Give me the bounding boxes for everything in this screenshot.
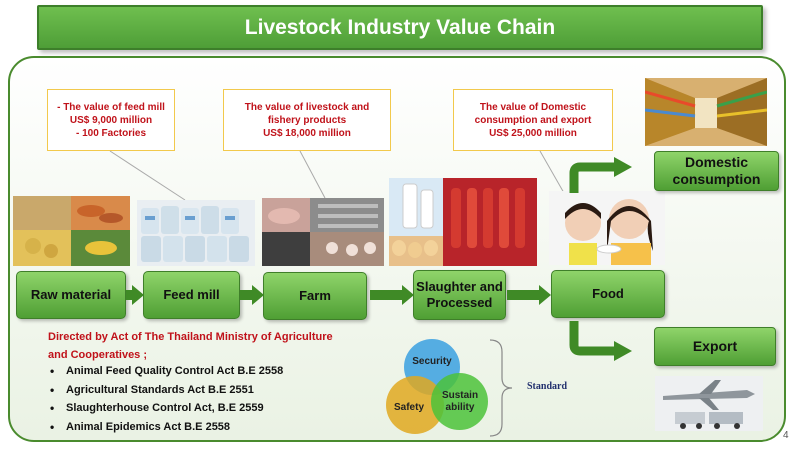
dest-label: consumption: [672, 171, 761, 187]
sustainability-label: Sustain ability: [438, 390, 482, 414]
sustainability-circle: [431, 373, 488, 430]
note-line: - The value of feed mill: [57, 101, 165, 113]
flow-arrow: [507, 285, 551, 305]
note-line: fishery products: [267, 114, 347, 126]
note-line: US$ 18,000 million: [263, 127, 351, 139]
stage-label: Feed mill: [163, 287, 220, 302]
note-line: - 100 Factories: [75, 127, 147, 139]
feed-sacks-image: [137, 200, 255, 266]
stage-feed-mill: Feed mill: [143, 271, 240, 319]
stage-label: Slaughter and: [416, 279, 503, 294]
supermarket-image: [645, 78, 767, 146]
food-consumers-image: [549, 191, 665, 265]
sustainability-label-line: Sustain: [441, 390, 479, 401]
title-banner: Livestock Industry Value Chain: [37, 5, 763, 50]
branch-arrow-up: [569, 162, 614, 193]
stage-label: Processed: [426, 295, 493, 310]
stage-farm: Farm: [263, 272, 367, 320]
export-transport-image: [655, 376, 763, 431]
note-feed-mill: - The value of feed mill US$ 9,000 milli…: [47, 89, 175, 151]
note-domestic: The value of Domestic consumption and ex…: [453, 89, 613, 151]
flow-arrow: [126, 285, 144, 305]
note-line: US$ 25,000 million: [489, 127, 577, 139]
flow-arrow: [240, 285, 264, 305]
stage-raw-material: Raw material: [16, 271, 126, 319]
act-item: Agricultural Standards Act B.E 2551: [48, 381, 283, 400]
acts-list: Animal Feed Quality Control Act B.E 2558…: [48, 362, 283, 436]
domestic-consumption-box: Domestic consumption: [654, 151, 779, 191]
note-line: The value of livestock and: [244, 101, 370, 113]
farm-image: [262, 198, 384, 266]
act-item: Animal Feed Quality Control Act B.E 2558: [48, 362, 283, 381]
dest-label: Domestic: [684, 154, 749, 170]
act-item: Slaughterhouse Control Act, B.E 2559: [48, 399, 283, 418]
standard-label: Standard: [527, 381, 568, 392]
branch-arrow-down: [569, 321, 614, 356]
note-line: consumption and export: [474, 114, 592, 126]
note-line: The value of Domestic: [479, 101, 587, 113]
note-line: US$ 9,000 million: [69, 114, 153, 126]
processed-food-image: [389, 178, 537, 266]
acts-heading-line: Directed by Act of The Thailand Ministry…: [48, 331, 333, 343]
raw-material-image: [13, 196, 130, 266]
acts-heading-line: and Cooperatives ;: [48, 349, 148, 361]
branch-arrowhead-down: [614, 341, 632, 361]
standard-brace: [489, 339, 513, 437]
export-box: Export: [654, 327, 776, 366]
stage-label: Raw material: [30, 287, 112, 302]
stage-label: Food: [592, 286, 624, 301]
page-number: 4: [783, 430, 789, 441]
flow-arrow: [370, 285, 414, 305]
acts-heading: Directed by Act of The Thailand Ministry…: [48, 328, 378, 364]
security-label: Security: [412, 356, 452, 367]
safety-label: Safety: [393, 402, 424, 413]
stage-slaughter-processed: Slaughter and Processed: [413, 270, 506, 320]
branch-arrowhead-up: [614, 157, 632, 177]
sustainability-label-line: ability: [445, 402, 475, 413]
page-title: Livestock Industry Value Chain: [244, 15, 556, 39]
branch-arrows: [569, 157, 632, 361]
act-item: Animal Epidemics Act B.E 2558: [48, 418, 283, 437]
stage-label: Farm: [299, 288, 331, 303]
dest-label: Export: [692, 338, 738, 354]
note-livestock: The value of livestock and fishery produ…: [223, 89, 391, 151]
stage-food: Food: [551, 270, 665, 318]
